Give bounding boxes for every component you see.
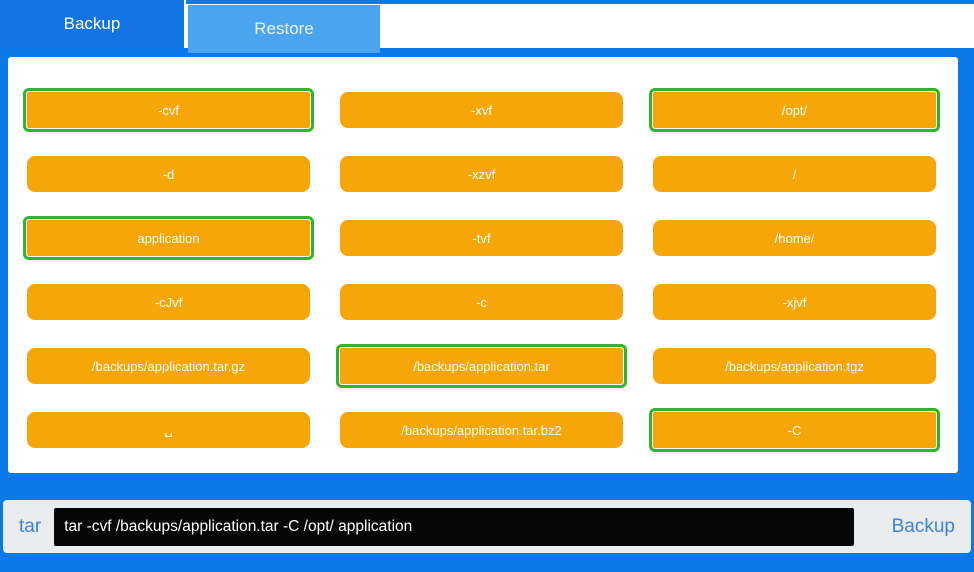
token-button[interactable]: /home/: [653, 220, 936, 256]
token-button[interactable]: ␣: [27, 412, 310, 448]
token-button[interactable]: -cvf: [23, 88, 314, 132]
token-button[interactable]: -xzvf: [340, 156, 623, 192]
token-button[interactable]: -tvf: [340, 220, 623, 256]
token-grid: -cvf -xvf/opt/ -d -xzvf / application -tvf/hom…: [23, 88, 940, 452]
token-button[interactable]: -cJvf: [27, 284, 310, 320]
token-button[interactable]: /backups/application.tar: [336, 344, 627, 388]
top-edge-strip: [186, 0, 974, 4]
command-bar: tar tar -cvf /backups/application.tar -C…: [3, 500, 971, 553]
token-button[interactable]: -xvf: [340, 92, 623, 128]
token-button[interactable]: -xjvf: [653, 284, 936, 320]
token-button[interactable]: /backups/application.tar.bz2: [340, 412, 623, 448]
tab-strip: Backup Restore: [0, 0, 974, 53]
backup-submit-button[interactable]: Backup: [891, 515, 955, 537]
tab-backup[interactable]: Backup: [0, 0, 184, 48]
tab-restore[interactable]: Restore: [188, 5, 380, 53]
main-panel: -cvf -xvf/opt/ -d -xzvf / application -tvf/hom…: [8, 57, 958, 473]
token-button[interactable]: -d: [27, 156, 310, 192]
token-button[interactable]: /backups/application.tar.gz: [27, 348, 310, 384]
token-button[interactable]: -C: [649, 408, 940, 452]
command-prefix-label: tar: [19, 515, 42, 537]
token-button[interactable]: /opt/: [649, 88, 940, 132]
token-button[interactable]: application: [23, 216, 314, 260]
token-button[interactable]: /backups/application.tgz: [653, 348, 936, 384]
command-input[interactable]: tar -cvf /backups/application.tar -C /op…: [54, 507, 855, 546]
token-button[interactable]: /: [653, 156, 936, 192]
token-button[interactable]: -c: [340, 284, 623, 320]
